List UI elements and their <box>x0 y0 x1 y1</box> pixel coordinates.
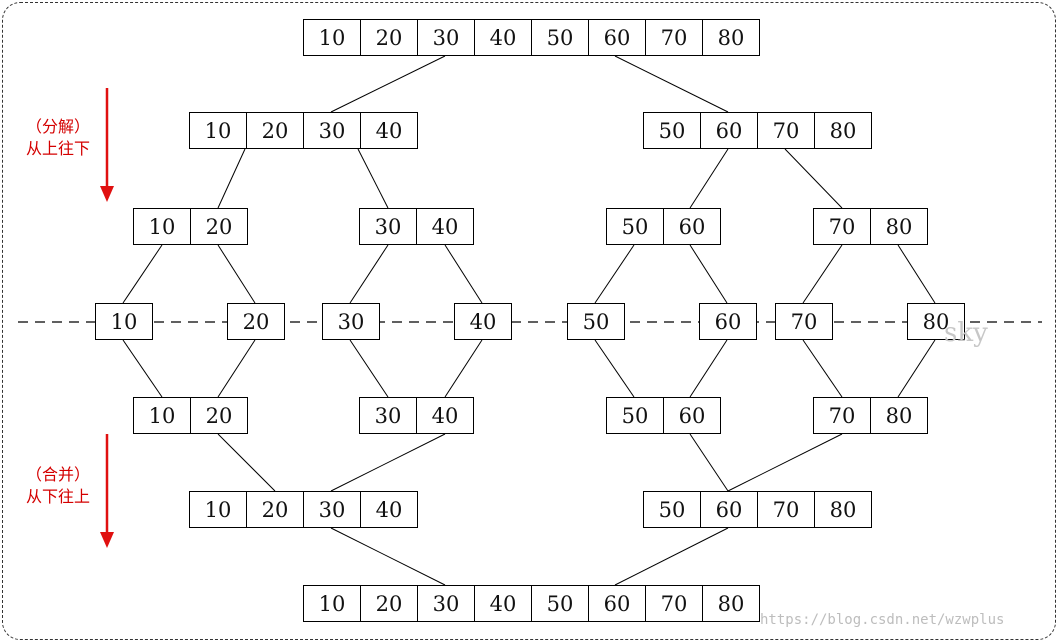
array-cell: 30 <box>359 397 417 434</box>
merge-annotation-line1: （合并） <box>25 465 90 484</box>
tree-edge <box>330 55 446 113</box>
array-cell: 80 <box>870 208 928 245</box>
tree-edge <box>802 339 843 398</box>
split-annotation-line1: （分解） <box>25 117 90 136</box>
tree-edge <box>217 339 256 398</box>
array-cell: 10 <box>303 585 361 622</box>
array-cell: 20 <box>360 19 418 56</box>
array-cell: 30 <box>417 585 475 622</box>
array-cell: 10 <box>189 112 247 149</box>
array-cell: 60 <box>700 491 758 528</box>
array-cell: 60 <box>588 585 646 622</box>
tree-edge <box>357 148 389 209</box>
array-cell: 30 <box>303 112 361 149</box>
array-cell: 70 <box>775 303 833 340</box>
tree-edge <box>802 244 843 304</box>
array-cell: 30 <box>322 303 380 340</box>
tree-edge <box>217 148 246 209</box>
tree-edge <box>122 339 163 398</box>
tree-edge <box>217 433 276 492</box>
tree-edge <box>897 244 936 304</box>
tree-edge <box>897 339 936 398</box>
array-cell: 10 <box>189 491 247 528</box>
tree-edge <box>614 527 729 586</box>
tree-edge <box>614 55 729 113</box>
array-cell: 70 <box>757 491 815 528</box>
array-cell: 50 <box>531 19 589 56</box>
array-cell: 50 <box>643 112 701 149</box>
array-cell: 60 <box>699 303 757 340</box>
array-cell: 40 <box>416 208 474 245</box>
array-cell: 30 <box>417 19 475 56</box>
split-annotation: （分解） 从上往下 <box>3 116 113 160</box>
merge-arrowhead <box>100 532 114 548</box>
array-cell: 70 <box>645 19 703 56</box>
array-cell: 50 <box>531 585 589 622</box>
tree-edge <box>444 244 483 304</box>
array-cell: 60 <box>663 397 721 434</box>
array-cell: 10 <box>95 303 153 340</box>
array-cell: 50 <box>606 397 664 434</box>
array-cell: 30 <box>359 208 417 245</box>
tree-edge <box>727 433 843 492</box>
tree-edge <box>594 244 635 304</box>
array-cell: 20 <box>246 491 304 528</box>
array-cell: 20 <box>227 303 285 340</box>
watermark-text: https://blog.csdn.net/wzwplus <box>760 612 1005 628</box>
array-cell: 20 <box>246 112 304 149</box>
array-cell: 80 <box>702 585 760 622</box>
array-cell: 40 <box>474 585 532 622</box>
tree-edge <box>594 339 635 398</box>
array-cell: 40 <box>360 491 418 528</box>
tree-edge <box>689 244 728 304</box>
array-cell: 20 <box>360 585 418 622</box>
array-cell: 80 <box>814 491 872 528</box>
tree-edge <box>122 244 163 304</box>
array-cell: 80 <box>702 19 760 56</box>
array-cell: 80 <box>870 397 928 434</box>
array-cell: 60 <box>700 112 758 149</box>
split-arrowhead <box>100 186 114 202</box>
array-cell: 70 <box>813 208 871 245</box>
tree-edge <box>689 339 728 398</box>
merge-annotation-line2: 从下往上 <box>25 487 90 506</box>
array-cell: 70 <box>645 585 703 622</box>
tree-edge <box>349 339 389 398</box>
array-cell: 60 <box>588 19 646 56</box>
tree-edge <box>217 244 256 304</box>
array-cell: 80 <box>814 112 872 149</box>
tree-edge <box>349 244 389 304</box>
tree-edge <box>330 433 446 492</box>
array-cell: 30 <box>303 491 361 528</box>
tree-edge <box>689 433 729 492</box>
array-cell: 50 <box>567 303 625 340</box>
tree-edge <box>330 527 446 586</box>
array-cell: 40 <box>360 112 418 149</box>
array-cell: 70 <box>757 112 815 149</box>
array-cell: 50 <box>643 491 701 528</box>
array-cell: 20 <box>190 208 248 245</box>
array-cell: 60 <box>663 208 721 245</box>
tree-edge <box>444 339 483 398</box>
array-cell: 10 <box>133 208 191 245</box>
array-cell: 70 <box>813 397 871 434</box>
array-cell: 50 <box>606 208 664 245</box>
tree-edge <box>689 148 729 209</box>
array-cell: 40 <box>474 19 532 56</box>
array-cell: 10 <box>303 19 361 56</box>
split-annotation-line2: 从上往下 <box>25 139 90 158</box>
array-cell: 80 <box>907 303 965 340</box>
signature-text: sky <box>944 318 988 348</box>
array-cell: 40 <box>416 397 474 434</box>
merge-annotation: （合并） 从下往上 <box>3 464 113 508</box>
tree-edge <box>784 148 843 209</box>
array-cell: 10 <box>133 397 191 434</box>
array-cell: 40 <box>454 303 512 340</box>
array-cell: 20 <box>190 397 248 434</box>
